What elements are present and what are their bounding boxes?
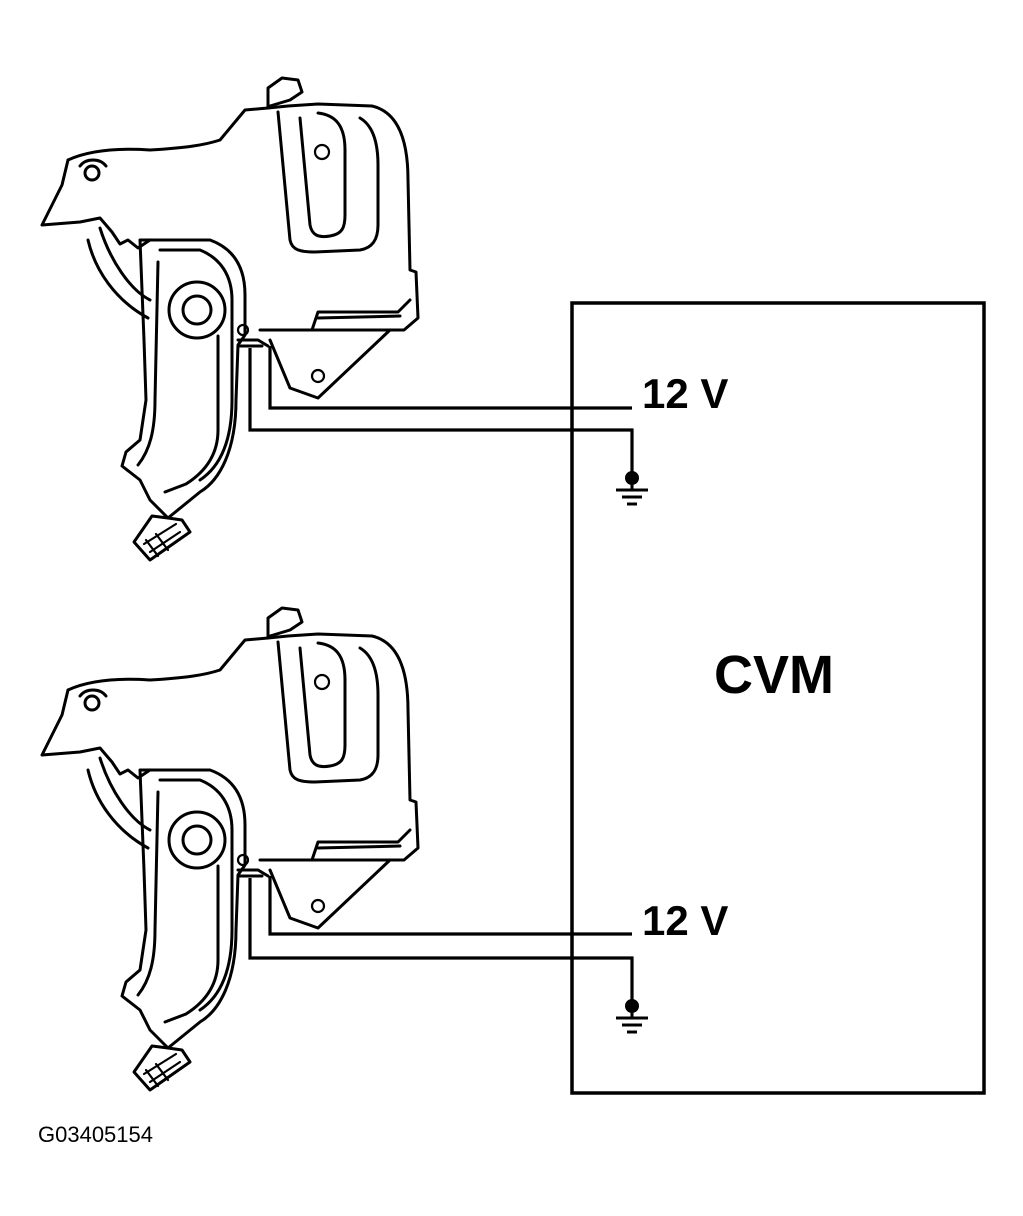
figure-id: G03405154 [38, 1122, 153, 1147]
door-lock-actuator-upper [40, 76, 420, 562]
door-lock-actuator-lower [40, 606, 420, 1092]
ground-icon [614, 469, 650, 506]
cvm-label: CVM [714, 645, 834, 705]
ground-icon [614, 997, 650, 1034]
wire-ground-upper [248, 348, 634, 478]
cvm-module-box [570, 301, 986, 1095]
wire-12v-upper [268, 346, 632, 410]
voltage-label-upper: 12 V [642, 370, 728, 417]
wire-12v-lower [268, 876, 632, 936]
wire-ground-lower [248, 878, 634, 1006]
voltage-label-lower: 12 V [642, 897, 728, 944]
